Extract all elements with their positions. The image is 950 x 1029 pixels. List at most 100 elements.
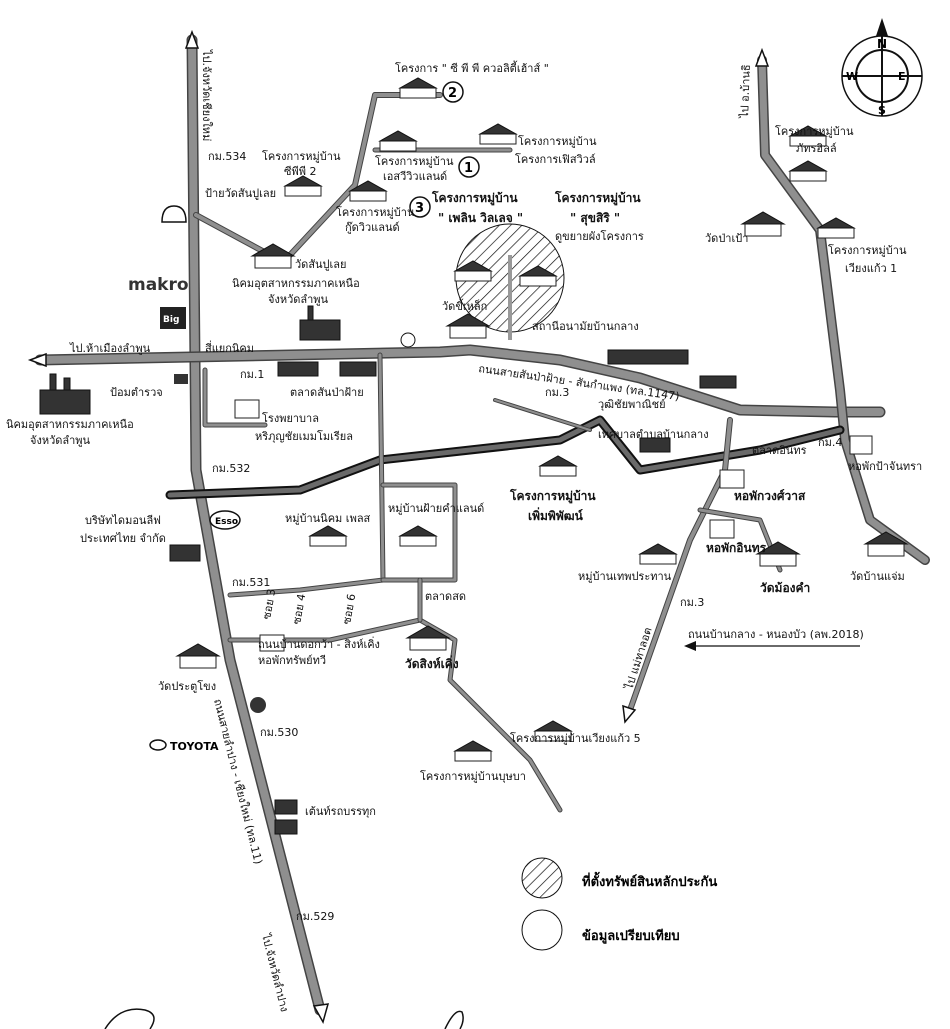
toyota-logo-icon <box>149 739 167 751</box>
label-market-fresh: ตลาดสด <box>425 590 466 603</box>
gas-station-icon <box>250 697 266 713</box>
label-nikhom-b: จังหวัดลำพูน <box>268 293 329 306</box>
label-road-bandonkwa: ถนนบ้านดอกว้า - สิงห์เคิ่ง <box>258 636 380 651</box>
label-phoem-b: เพิ่มพิพัฒน์ <box>528 507 584 523</box>
legend: ที่ตั้งทรัพย์สินหลักประกัน ข้อมูลเปรียบเ… <box>521 857 717 951</box>
label-soi6: ซอย 6 <box>340 593 358 626</box>
km-markers: กม.534 กม.1 กม.532 กม.531 กม.530 กม.529 … <box>208 150 842 923</box>
label-cpp2-a: โครงการหมู่บ้าน <box>262 149 341 163</box>
label-dorm-pajanthra: หอพักป้าจันทรา <box>848 460 922 473</box>
label-suksiri-a: โครงการหมู่บ้าน <box>554 190 641 206</box>
label-village-thep: หมู่บ้านเทพประทาน <box>578 570 672 583</box>
label-wat-kiholek: วัดขี้เหล็ก <box>442 298 487 313</box>
marker-1-num: 1 <box>464 161 473 176</box>
label-to-north: ไป.จังหวัดเชียงใหม่ <box>200 49 213 141</box>
label-wat-muangkham: วัดม้องคำ <box>760 581 810 595</box>
label-to-banthi: ไป อ.บ้านธิ <box>738 64 753 119</box>
label-daikin-b: ประเทศไทย จำกัด <box>80 532 166 545</box>
label-hospital-b: หริภุญชัยเมมโมเรียล <box>255 429 353 443</box>
label-wiangkaew1-b: เวียงแก้ว 1 <box>845 262 897 275</box>
label-to-lamphun: ไป.ห้าเมืองลำพูน <box>69 342 151 355</box>
legend-comparison: ข้อมูลเปรียบเทียบ <box>582 928 680 944</box>
building-icons <box>39 77 909 835</box>
label-phatthra-a: โครงการหมู่บ้าน <box>775 124 854 138</box>
label-plen-a: โครงการหมู่บ้าน <box>431 190 518 206</box>
label-market-sanpafai: ตลาดสันป่าฝ้าย <box>290 386 364 399</box>
km-4: กม.4 <box>818 436 842 449</box>
label-wiangkaew5: โครงการหมู่บ้านเวียงแก้ว 5 <box>510 731 641 745</box>
legend-collateral: ที่ตั้งทรัพย์สินหลักประกัน <box>582 871 717 890</box>
km-3-a: กม.3 <box>545 386 569 399</box>
label-nikhom2-a: นิคมอุตสาหกรรมภาคเหนือ <box>6 418 134 431</box>
label-wiangkaew1-a: โครงการหมู่บ้าน <box>828 243 907 257</box>
label-makro: makro <box>128 275 189 295</box>
km-530: กม.530 <box>260 726 298 739</box>
label-esso: Esso <box>215 517 238 527</box>
label-phoem-a: โครงการหมู่บ้าน <box>509 488 596 504</box>
label-village-fai: หมู่บ้านฝ้ายคำแลนด์ <box>388 502 484 515</box>
label-dorm-sapthawi: หอพักทรัพย์ทวี <box>258 654 326 667</box>
label-truck: เต้นท์รถบรรทุก <box>305 805 376 818</box>
label-nikhom-a: นิคมอุตสาหกรรมภาคเหนือ <box>232 277 360 290</box>
label-daikin-a: บริษัทไดมอนลีฟ <box>85 514 161 527</box>
km-529: กม.529 <box>296 910 334 923</box>
big-c-logo-icon <box>160 307 186 329</box>
road-network <box>34 34 930 1016</box>
label-wat-pratupong: วัดประตูโขง <box>158 679 216 693</box>
direction-arrows <box>27 29 860 1024</box>
compass-e: E <box>898 70 906 83</box>
compass-s: S <box>878 104 886 117</box>
numbered-markers: 1 2 3 <box>409 81 480 218</box>
label-dorm-inthon: หอพักอินทร <box>706 541 767 555</box>
signature-mark <box>104 1008 155 1029</box>
label-suksiri-note: ดูขยายผังโครงการ <box>555 229 644 243</box>
label-wutthichai: วุฒิชัยพาณิชย์ <box>598 398 666 411</box>
label-road-bankang: ถนนบ้านกลาง - หนองบัว (ลพ.2018) <box>688 628 864 641</box>
legend-circle-icon <box>521 909 563 951</box>
label-hospital-a: โรงพยาบาล <box>262 411 319 425</box>
label-project-2: โครงการ " ซี พี พี ควอลิตี้เฮ้าส์ " <box>395 60 549 75</box>
marker-3-num: 3 <box>415 201 424 216</box>
label-project-3a: โครงการหมู่บ้าน <box>336 205 415 219</box>
label-wat-sanpulei: วัดสันปูเลย <box>295 258 346 271</box>
km-532: กม.532 <box>212 462 250 475</box>
label-market-inthon: ตลาดอินทร <box>752 444 807 457</box>
label-police: ป้อมตำรวจ <box>110 386 163 399</box>
compass-rose-icon: N S E W <box>841 18 923 117</box>
label-pai-wat: ป้ายวัดสันปูเลย <box>205 187 276 200</box>
label-fesviv-a: โครงการหมู่บ้าน <box>518 134 597 148</box>
compass-w: W <box>846 70 858 83</box>
label-project-1a: โครงการหมู่บ้าน <box>375 154 454 168</box>
label-wat-singkheng: วัดสิงห์เคิ่ง <box>405 655 459 671</box>
label-fesviv-b: โครงการเฟิสวิวล์ <box>515 152 596 166</box>
label-soi3: ซอย 3 <box>260 588 278 621</box>
label-big: Big <box>163 315 179 325</box>
label-toyota: TOYOTA <box>170 740 219 753</box>
label-to-lampang: ไป.จังหวัดลำปาง <box>259 932 291 1014</box>
label-suksiri-b: " สุขสิริ " <box>570 211 620 226</box>
km-531: กม.531 <box>232 576 270 589</box>
label-nikhom2-b: จังหวัดลำพูน <box>30 434 91 447</box>
label-plen-b: " เพลิน วิลเลจ " <box>438 211 523 225</box>
label-health: สถานีอนามัยบ้านกลาง <box>532 320 639 333</box>
shell-logo-icon <box>161 205 187 223</box>
label-cpp2-b: ซีพีพี 2 <box>284 165 316 178</box>
legend-hatch-icon <box>521 857 563 899</box>
label-soi4: ซอย 4 <box>290 593 308 626</box>
km-1: กม.1 <box>240 368 264 381</box>
marker-2-num: 2 <box>448 86 457 101</box>
label-wat-banjam: วัดบ้านแจ่ม <box>850 570 905 583</box>
label-wat-papao: วัดป่าเป้า <box>705 232 748 245</box>
label-project-3b: กู๊ดวิวแลนด์ <box>345 221 400 234</box>
esso-logo-icon <box>209 510 241 530</box>
label-tessaban: เทศบาลตำบลบ้านกลาง <box>598 428 709 441</box>
map-labels: โครงการ " ซี พี พี ควอลิตี้เฮ้าส์ " โครง… <box>6 49 922 1013</box>
label-intersection: สี่แยกนิคม <box>205 340 254 355</box>
km-534: กม.534 <box>208 150 246 163</box>
label-bunyaba: โครงการหมู่บ้านบุษบา <box>420 769 526 783</box>
compass-n: N <box>877 37 887 51</box>
label-village-nikhom: หมู่บ้านนิคม เพลส <box>285 512 371 525</box>
label-project-1b: เอสวีวิวแลนด์ <box>383 170 447 183</box>
label-dorm-kongsawat: หอพักวงศ์วาส <box>734 489 806 503</box>
